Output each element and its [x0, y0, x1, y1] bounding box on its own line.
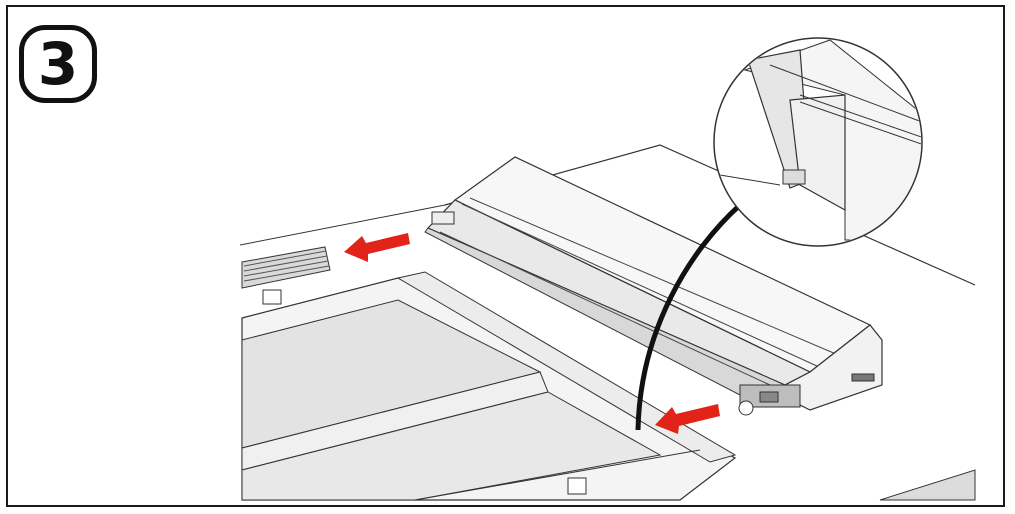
glass-lid-front	[241, 391, 662, 501]
step-number-badge: 3	[19, 25, 97, 103]
slide-arrow-back	[344, 233, 410, 262]
end-cap-slot	[851, 373, 875, 382]
slide-arrow-front	[655, 404, 720, 434]
callout-leader-line	[635, 203, 742, 431]
left-rail-section	[241, 246, 331, 305]
counter-front-right	[879, 469, 976, 501]
end-cap	[784, 324, 883, 411]
detail-magnifier-callout	[713, 37, 923, 247]
latch-knob	[738, 400, 754, 416]
rail-cover-assembly	[424, 156, 883, 416]
display-case-body	[241, 271, 737, 501]
step-number: 3	[37, 30, 79, 98]
